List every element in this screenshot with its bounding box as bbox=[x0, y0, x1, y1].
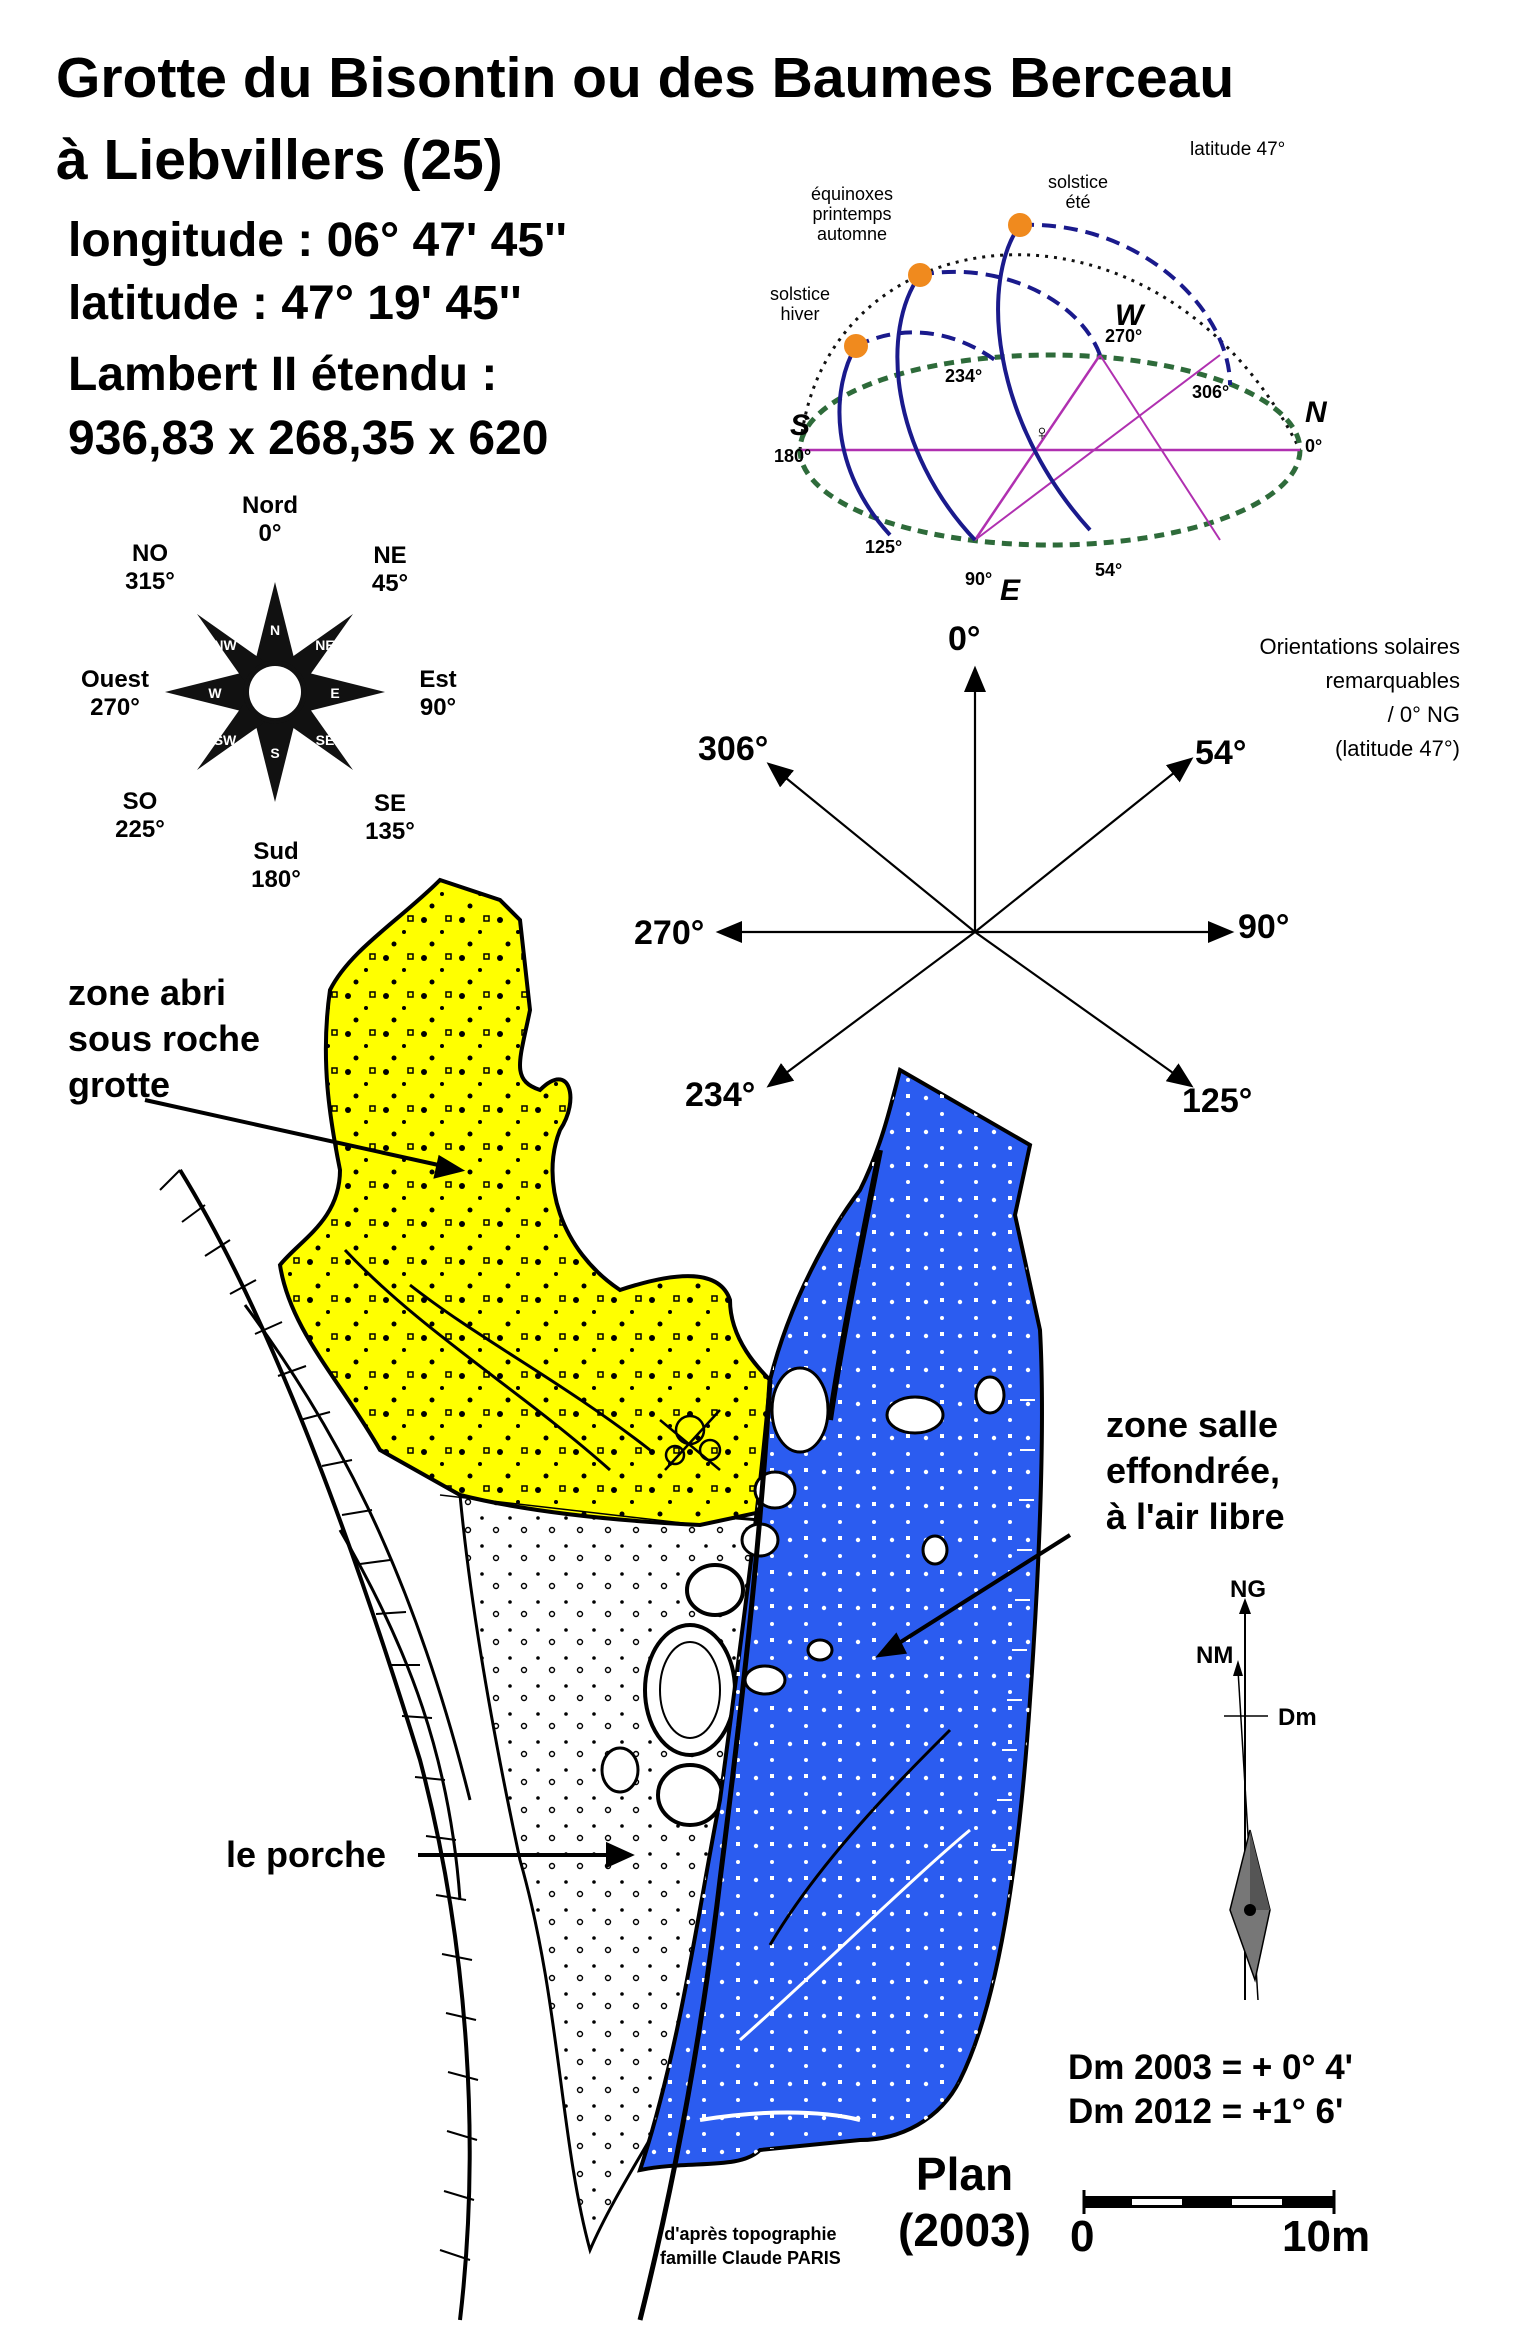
sun-summer-icon bbox=[1008, 213, 1032, 237]
summer-label-1: solstice bbox=[1048, 172, 1108, 192]
equinox-label-1: équinoxes bbox=[811, 184, 893, 204]
sun-deg-306: 306° bbox=[1192, 382, 1229, 402]
winter-label-1: solstice bbox=[770, 284, 830, 304]
cave-plan bbox=[144, 877, 1072, 2321]
north-arrow-icon bbox=[1224, 1598, 1271, 2001]
equinox-label-3: automne bbox=[817, 224, 887, 244]
rose-inner-n: N bbox=[270, 622, 280, 638]
sun-latitude: latitude 47° bbox=[1190, 139, 1285, 160]
rose-inner-e: E bbox=[330, 685, 339, 701]
title-line-1: Grotte du Bisontin ou des Baumes Berceau bbox=[56, 46, 1235, 110]
rose-inner-ne: NE bbox=[315, 637, 334, 653]
ray-54 bbox=[974, 757, 1194, 933]
sun-deg-90: 90° bbox=[965, 569, 992, 589]
rubble-cluster bbox=[659, 1409, 722, 1471]
scale-bar bbox=[1082, 2190, 1336, 2214]
orientation-star bbox=[715, 665, 1235, 1088]
summer-path bbox=[996, 223, 1092, 532]
scale-zero: 0 bbox=[1070, 2212, 1095, 2261]
winter-label-2: hiver bbox=[780, 304, 819, 324]
boulder bbox=[770, 1366, 830, 1454]
arrow-abri bbox=[144, 1098, 453, 1170]
sun-deg-234: 234° bbox=[945, 366, 982, 386]
cardinal-e: E bbox=[1000, 574, 1021, 607]
left-wall-inner bbox=[243, 1304, 472, 1801]
orient-270: 270° bbox=[634, 914, 705, 952]
sun-deg-180: 180° bbox=[774, 446, 811, 466]
cardinal-n: N bbox=[1305, 396, 1328, 429]
orient-54: 54° bbox=[1195, 734, 1247, 772]
sky-dome bbox=[798, 253, 1302, 451]
north-dm: Dm bbox=[1278, 1704, 1317, 1731]
observer-icon: ♀ bbox=[1034, 420, 1051, 445]
lambert-value: 936,83 x 268,35 x 620 bbox=[68, 412, 549, 465]
arrow-salle bbox=[886, 1533, 1072, 1652]
central-wall bbox=[637, 1379, 773, 2321]
ray-306 bbox=[766, 762, 976, 933]
sun-deg-54: 54° bbox=[1095, 560, 1122, 580]
title-line-2: à Liebvillers (25) bbox=[56, 128, 503, 192]
sun-deg-270: 270° bbox=[1105, 326, 1142, 346]
zone-porche-label: le porche bbox=[226, 1834, 387, 1875]
cardinal-s: S bbox=[790, 409, 810, 442]
lambert-label: Lambert II étendu : bbox=[68, 348, 498, 401]
summer-label-2: été bbox=[1065, 192, 1090, 212]
rose-inner-nw: NW bbox=[213, 637, 237, 653]
compass-rose-icon: N NE E SE S SW W NW bbox=[165, 582, 385, 802]
rose-inner-sw: SW bbox=[214, 732, 237, 748]
north-nm: NM bbox=[1196, 1642, 1234, 1669]
orientation-caption: Orientations solaires remarquables / 0° … bbox=[1259, 634, 1460, 761]
latitude: latitude : 47° 19' 45'' bbox=[68, 277, 522, 330]
rose-inner-se: SE bbox=[316, 732, 335, 748]
north-ng: NG bbox=[1230, 1576, 1266, 1603]
rose-inner-w: W bbox=[208, 685, 222, 701]
plan-label: Plan (2003) bbox=[898, 2148, 1031, 2256]
orient-0: 0° bbox=[948, 620, 981, 658]
orient-90: 90° bbox=[1238, 908, 1290, 946]
orient-125: 125° bbox=[1182, 1082, 1253, 1120]
declination-block: Dm 2003 = + 0° 4' Dm 2012 = +1° 6' bbox=[1068, 2048, 1354, 2131]
sun-deg-125: 125° bbox=[865, 537, 902, 557]
sun-equinox-icon bbox=[908, 263, 932, 287]
sun-winter-icon bbox=[844, 334, 868, 358]
equinox-path bbox=[895, 273, 977, 542]
longitude: longitude : 06° 47' 45'' bbox=[68, 214, 567, 267]
sun-path-diagram: ♀ latitude 47° équinoxes printemps autom… bbox=[770, 139, 1328, 607]
zone-abri-label: zone abri sous roche grotte bbox=[68, 972, 261, 1105]
rose-inner-s: S bbox=[270, 745, 279, 761]
sun-deg-0: 0° bbox=[1305, 436, 1322, 456]
zone-salle-label: zone salle effondrée, à l'air libre bbox=[1106, 1404, 1285, 1537]
orient-234: 234° bbox=[685, 1076, 756, 1114]
scale-ten: 10m bbox=[1282, 2212, 1371, 2261]
orient-306: 306° bbox=[698, 730, 769, 768]
winter-path bbox=[837, 344, 892, 537]
ray-125 bbox=[974, 931, 1194, 1088]
east-west-axis bbox=[973, 354, 1102, 541]
credit: d'après topographie famille Claude PARIS bbox=[660, 2224, 841, 2268]
left-wall-outer bbox=[178, 1168, 472, 2321]
ray-234 bbox=[766, 931, 976, 1088]
cardinal-w: W bbox=[1115, 299, 1146, 332]
equinox-label-2: printemps bbox=[812, 204, 891, 224]
